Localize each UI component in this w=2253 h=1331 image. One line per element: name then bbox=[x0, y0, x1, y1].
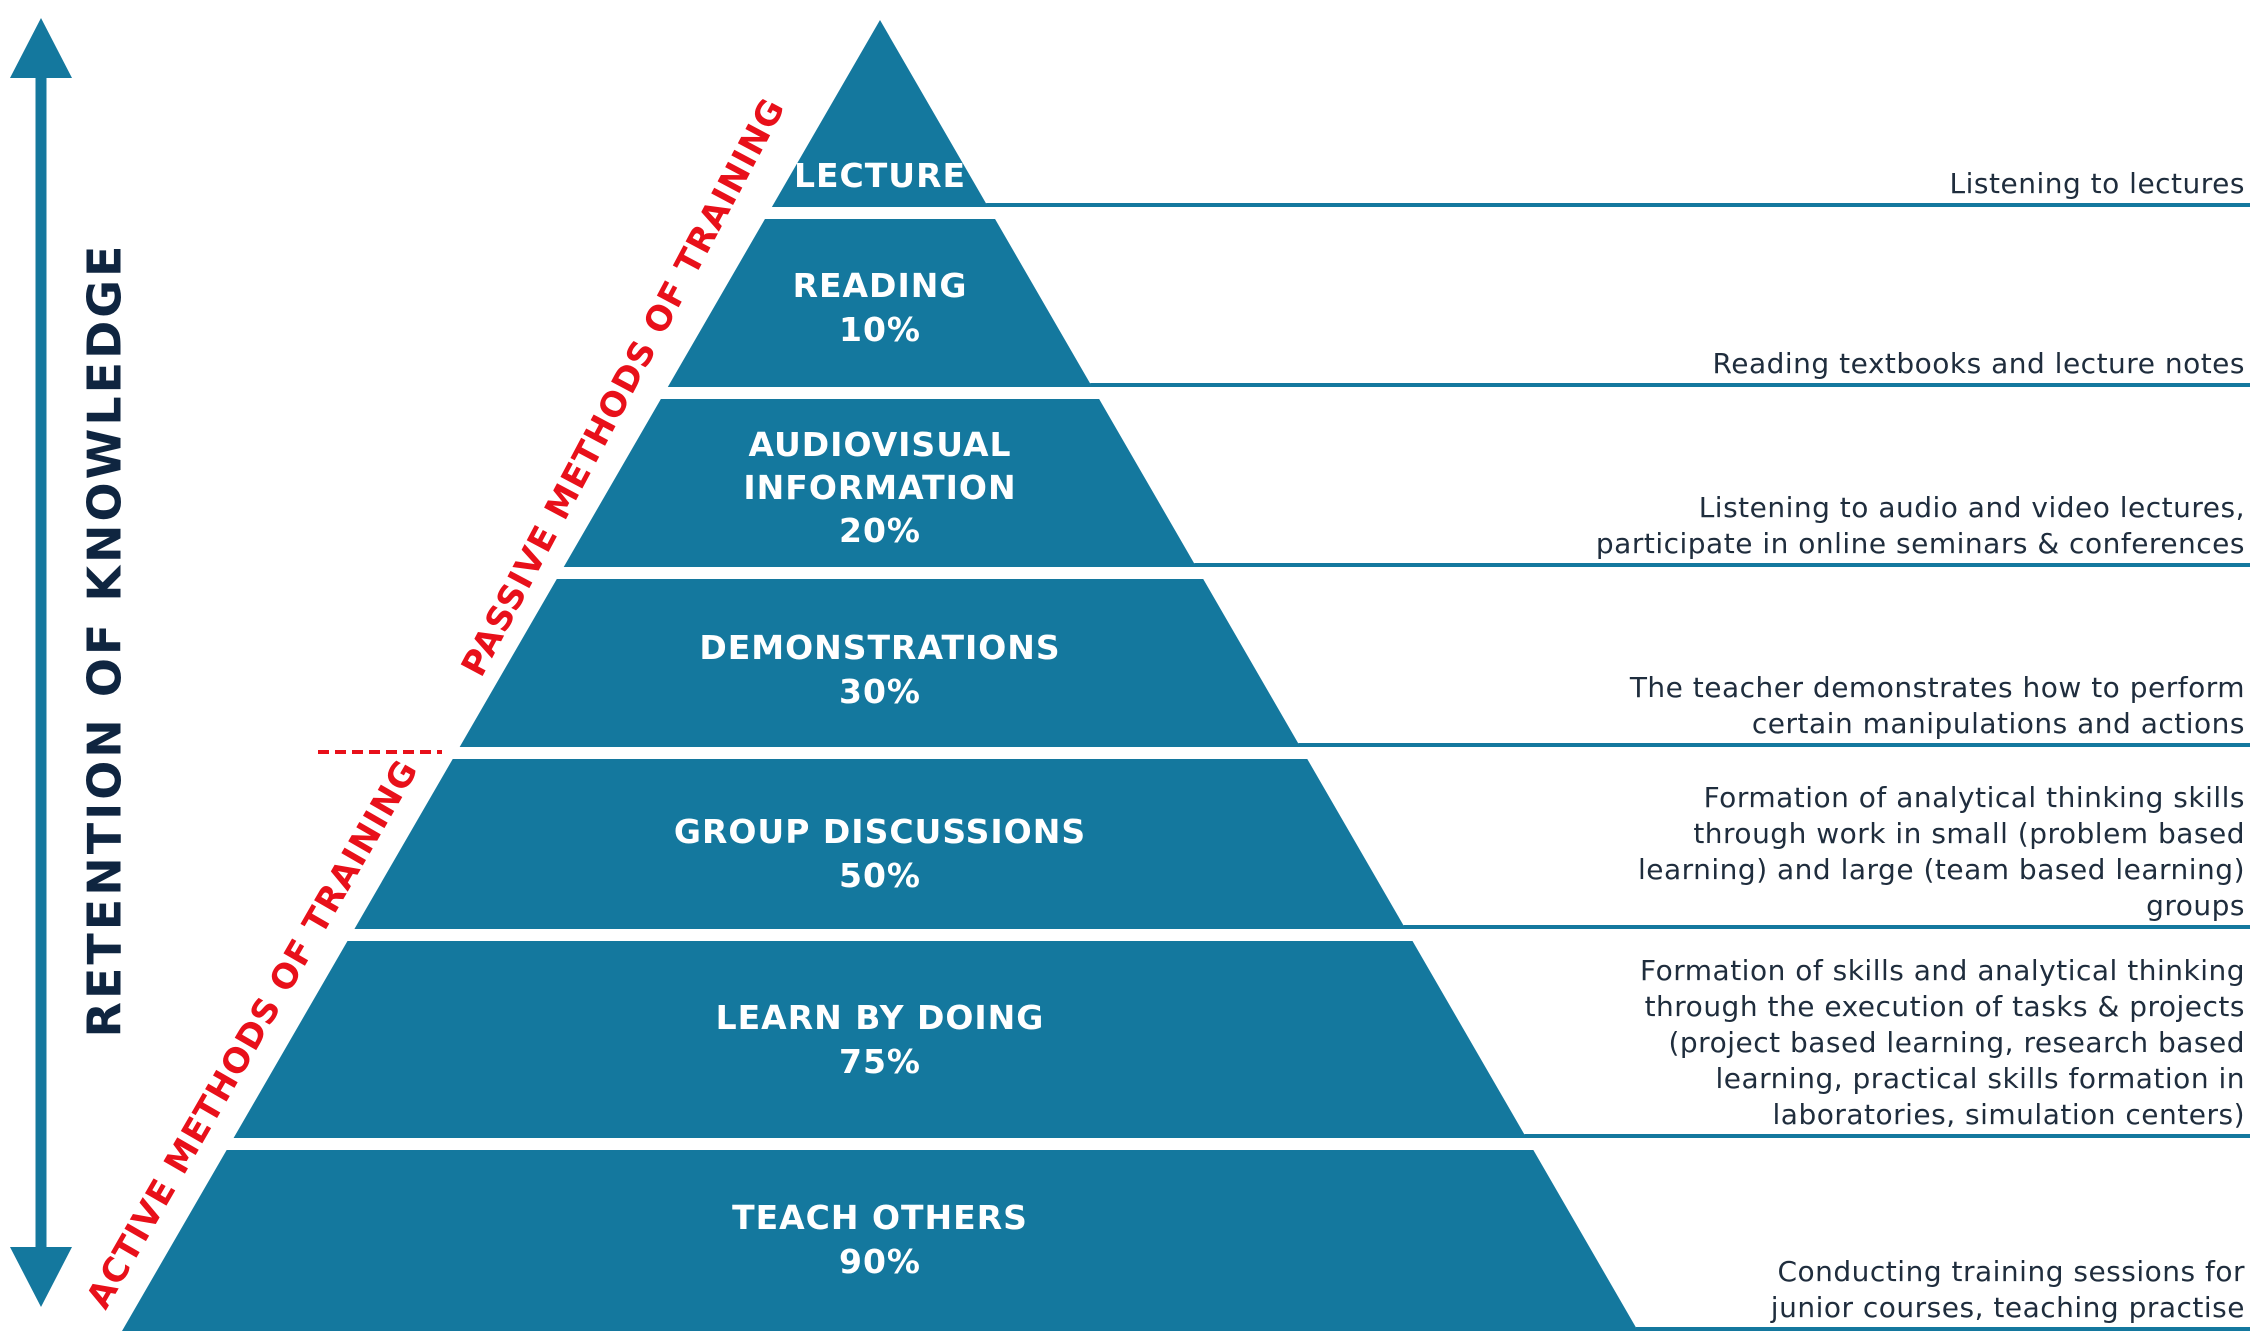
tier-title: AUDIOVISUAL bbox=[748, 425, 1011, 464]
tier-description: learning) and large (team based learning… bbox=[1638, 853, 2245, 886]
tier-title: INFORMATION bbox=[743, 468, 1016, 507]
tier-description: through work in small (problem based bbox=[1693, 817, 2245, 850]
tier-group-discussions: GROUP DISCUSSIONS 50% Formation of analyti… bbox=[354, 759, 2250, 929]
tier-description: participate in online seminars & confere… bbox=[1596, 527, 2245, 560]
tier-lecture: LECTURE Listening to lectures bbox=[771, 20, 2250, 207]
axis-arrow-head-bottom bbox=[10, 1247, 72, 1307]
tier-percent: 90% bbox=[839, 1242, 921, 1281]
tier-reading: READING 10% Reading textbooks and lecture … bbox=[667, 219, 2250, 387]
tier-demonstrations: DEMONSTRATIONS 30% The teacher demonstrate… bbox=[459, 579, 2250, 747]
tier-teach-others: TEACH OTHERS 90% Conducting training sessi… bbox=[122, 1150, 2250, 1331]
tier-title: LEARN BY DOING bbox=[716, 998, 1045, 1037]
tier-description: Conducting training sessions for bbox=[1777, 1255, 2245, 1288]
tier-description: junior courses, teaching practise bbox=[1770, 1291, 2245, 1324]
tier-title: TEACH OTHERS bbox=[732, 1198, 1028, 1237]
tier-band-audiovisual bbox=[563, 399, 1197, 567]
tier-percent: 30% bbox=[839, 672, 921, 711]
tier-band-lecture bbox=[771, 20, 989, 207]
tier-description: laboratories, simulation centers) bbox=[1773, 1098, 2245, 1131]
tier-description: Formation of analytical thinking skills bbox=[1704, 781, 2245, 814]
tier-description: (project based learning, research based bbox=[1668, 1026, 2245, 1059]
tier-audiovisual: AUDIOVISUAL INFORMATION 20% Listening to au… bbox=[563, 399, 2250, 567]
tier-description: Reading textbooks and lecture notes bbox=[1713, 347, 2245, 380]
axis-arrow-head-top bbox=[10, 18, 72, 78]
tier-description: The teacher demonstrates how to perform bbox=[1629, 671, 2245, 704]
tier-band-group-discussions bbox=[354, 759, 1406, 929]
tier-band-demonstrations bbox=[459, 579, 1301, 747]
tier-description: Listening to lectures bbox=[1950, 167, 2245, 200]
tier-percent: 10% bbox=[839, 310, 921, 349]
tier-title: LECTURE bbox=[794, 156, 966, 195]
tier-percent: 75% bbox=[839, 1042, 921, 1081]
tier-description: certain manipulations and actions bbox=[1752, 707, 2245, 740]
tier-description: Listening to audio and video lectures, bbox=[1699, 491, 2245, 524]
tier-percent: 20% bbox=[839, 511, 921, 550]
tier-title: READING bbox=[793, 266, 968, 305]
tier-description: through the execution of tasks & project… bbox=[1645, 990, 2245, 1023]
tier-description: groups bbox=[2146, 889, 2245, 922]
tier-description: Formation of skills and analytical think… bbox=[1640, 954, 2245, 987]
tier-band-learn-by-doing bbox=[233, 941, 1527, 1138]
tier-band-reading bbox=[667, 219, 1093, 387]
tier-percent: 50% bbox=[839, 856, 921, 895]
tier-description: learning, practical skills formation in bbox=[1716, 1062, 2246, 1095]
tier-title: GROUP DISCUSSIONS bbox=[674, 812, 1086, 851]
tier-learn-by-doing: LEARN BY DOING 75% Formation of skills and… bbox=[233, 941, 2250, 1138]
tier-title: DEMONSTRATIONS bbox=[699, 628, 1060, 667]
tier-band-teach-others bbox=[122, 1150, 1638, 1331]
axis-label: RETENTION OF KNOWLEDGE bbox=[78, 243, 132, 1038]
double-headed-arrow-icon bbox=[10, 18, 72, 1307]
